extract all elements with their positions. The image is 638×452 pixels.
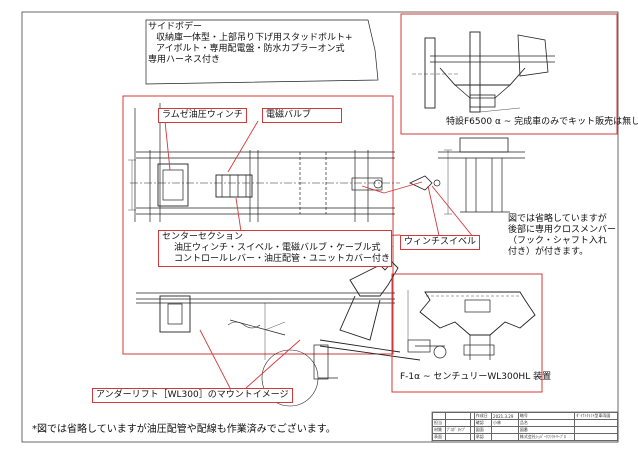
title-block-cell: 図面 bbox=[473, 426, 493, 434]
winch-body-plan bbox=[157, 163, 189, 207]
title-block-row: 表面 承認 株式会社ｼｭﾊﾟｰｸﾌｧｸﾄﾘｰﾌﾟﾛ bbox=[432, 433, 618, 441]
wl300-plan-view bbox=[407, 290, 536, 360]
title-block-cell: 品名 bbox=[517, 419, 576, 427]
center-section-line-2: コントロールレバー・油圧配管・ユニットカバー付き bbox=[174, 254, 391, 264]
title-block-cell: 2021.3.29 bbox=[491, 412, 519, 420]
side-body-title: サイドボデー bbox=[148, 22, 203, 32]
title-block-cell: 略号 bbox=[517, 412, 576, 420]
title-block-cell bbox=[444, 412, 472, 420]
winch-side bbox=[159, 295, 191, 333]
ramsey-winch-label: ラムゼ油圧ウィンチ bbox=[158, 108, 247, 123]
title-block-cell bbox=[491, 426, 519, 434]
title-block-cell: ﾀﾞｲﾅﾐｸﾗﾌﾄ型車両図 bbox=[574, 412, 618, 420]
title-block-cell: 小林 bbox=[491, 419, 519, 427]
chassis-plan-view bbox=[128, 103, 400, 222]
title-block-cell: 表面 bbox=[432, 433, 446, 441]
title-block-cell bbox=[491, 433, 519, 441]
solenoid-valve-label: 電磁バルブ bbox=[262, 108, 342, 123]
title-block-cell: 株式会社ｼｭﾊﾟｰｸﾌｧｸﾄﾘｰﾌﾟﾛ bbox=[517, 433, 576, 441]
footer-note: *図では省略していますが油圧配管や配線も作業済みでございます。 bbox=[32, 424, 336, 435]
title-block-cell: 承認 bbox=[473, 433, 493, 441]
side-body-line-2: アイボルト・専用配電盤・防水カプラーオン式 bbox=[156, 44, 345, 54]
red-frame-wl300 bbox=[391, 273, 543, 393]
side-body-line-3: 専用ハーネス付き bbox=[148, 55, 221, 65]
title-block-cell: 図番 bbox=[517, 426, 576, 434]
title-block-cell: ﾌﾟﾛﾎﾟ ﾀｲﾌﾟ bbox=[444, 426, 472, 434]
title-block-row: 担当 確認小林品名 bbox=[432, 419, 618, 427]
title-block-cell bbox=[470, 433, 475, 441]
center-section-title: センターセクション bbox=[162, 232, 244, 242]
cross-member-line-4: 付き）が付きます。 bbox=[508, 247, 589, 257]
red-frame-f6500 bbox=[400, 13, 618, 135]
leader-lines bbox=[164, 120, 479, 389]
title-block-cell bbox=[574, 419, 618, 427]
side-body-line-1: 収納庫一体型・上部吊り下げ用スタッドボルト+ bbox=[156, 33, 353, 43]
center-section-line-1: 油圧ウィンチ・スイベル・電磁バルブ・ケーブル式 bbox=[174, 243, 381, 253]
title-block-cell bbox=[444, 419, 472, 427]
title-block-cell: 担当 bbox=[432, 419, 446, 427]
side-body-callout: サイドボデー 収納庫一体型・上部吊り下げ用スタッドボルト+ アイボルト・専用配電… bbox=[146, 22, 380, 66]
cross-member-view bbox=[409, 137, 525, 215]
underlift-caption: F-1α ~ センチュリーWL300HL 装置 bbox=[400, 372, 552, 382]
cross-member-line-3: （フック・シャフト入れ bbox=[508, 236, 607, 246]
underlift-mount-label: アンダーリフト［WL300］のマウントイメージ bbox=[92, 388, 293, 403]
center-section-callout: センターセクション 油圧ウィンチ・スイベル・電磁バルブ・ケーブル式 コントロール… bbox=[158, 230, 392, 267]
rear-wheel-arc bbox=[261, 349, 319, 407]
title-block-cell: 材質 bbox=[432, 426, 446, 434]
cross-member-line-1: 図では省略していますが bbox=[508, 214, 607, 224]
title-block-cell bbox=[574, 426, 618, 434]
title-block-cell bbox=[432, 412, 446, 420]
title-block-row: 材質ﾌﾟﾛﾎﾟ ﾀｲﾌﾟ図面 図番 bbox=[432, 426, 618, 434]
valve-block-plan bbox=[215, 174, 253, 198]
f6500-note: 特設F6500 α ~ 完成車のみでキット販売は無し bbox=[446, 117, 638, 127]
winch-swivel-label: ウィンチスイベル bbox=[400, 235, 481, 250]
cross-member-line-2: 後部に専用クロスメンバー bbox=[508, 225, 617, 235]
red-frame-plan-view bbox=[122, 95, 394, 355]
title-block-cell: 作成日 bbox=[473, 412, 493, 420]
page-border bbox=[21, 11, 619, 443]
title-block-cell bbox=[444, 433, 472, 441]
title-block-cell bbox=[574, 433, 618, 441]
cross-member-note: 図では省略していますが 後部に専用クロスメンバー （フック・シャフト入れ 付き）… bbox=[506, 214, 618, 258]
title-block-cell: 確認 bbox=[473, 419, 493, 427]
f6500-rear-view bbox=[412, 31, 555, 113]
